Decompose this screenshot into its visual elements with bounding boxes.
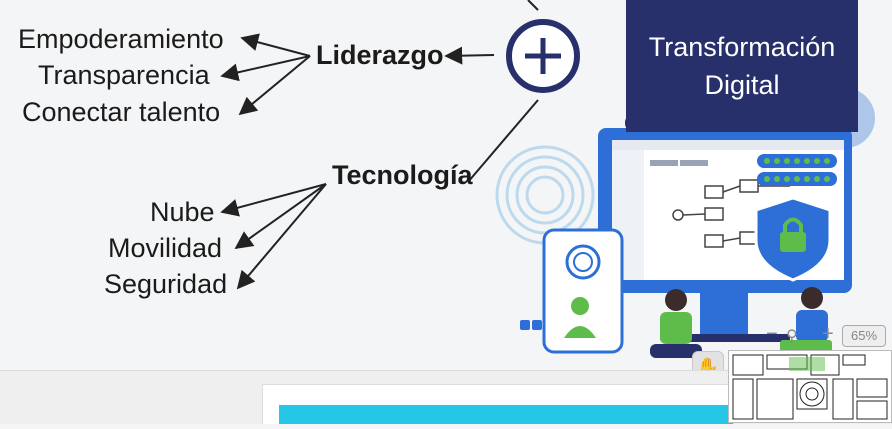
line-center-top	[527, 0, 539, 11]
arrow-tecnologia-seguridad	[236, 183, 327, 290]
slide-preview-header	[279, 405, 733, 424]
node-tecnologia: Tecnología	[332, 160, 473, 190]
monitor-illustration	[598, 128, 852, 342]
zoom-controls: − ⚲ + 65%	[758, 323, 892, 349]
magnifier-icon: ⚲	[786, 328, 798, 345]
arrow-liderazgo-empoderamiento	[240, 33, 311, 57]
slide-preview[interactable]	[262, 384, 734, 424]
node-conectar-talento: Conectar talento	[22, 97, 221, 127]
node-transparencia: Transparencia	[38, 60, 210, 90]
zoom-out-button[interactable]: −	[766, 323, 778, 345]
arrow-liderazgo-conectar	[238, 55, 311, 116]
node-nube: Nube	[150, 197, 215, 227]
arrow-tecnologia-movilidad	[234, 183, 327, 250]
diagram-canvas: Liderazgo Empoderamiento Transparencia C…	[18, 0, 875, 358]
phone-illustration	[542, 228, 624, 354]
arrow-liderazgo-transparencia	[220, 55, 311, 82]
transformacion-digital-banner: Transformación Digital	[626, 0, 858, 132]
minimap[interactable]	[728, 350, 892, 423]
node-liderazgo: Liderazgo	[316, 40, 444, 70]
minimap-graphic	[732, 354, 888, 420]
banner-line-2: Digital	[704, 70, 780, 100]
zoom-level-display[interactable]: 65%	[842, 325, 886, 347]
plus-circle-icon	[506, 19, 580, 93]
arrows-layer	[220, 0, 875, 358]
banner-line-1: Transformación	[648, 32, 836, 62]
line-center-tecnologia	[467, 99, 539, 183]
node-movilidad: Movilidad	[108, 233, 223, 263]
arrow-tecnologia-nube	[220, 183, 327, 217]
node-empoderamiento: Empoderamiento	[18, 24, 224, 54]
node-seguridad: Seguridad	[104, 269, 228, 299]
zoom-in-button[interactable]: +	[822, 323, 834, 345]
arrow-center-liderazgo	[444, 46, 495, 65]
